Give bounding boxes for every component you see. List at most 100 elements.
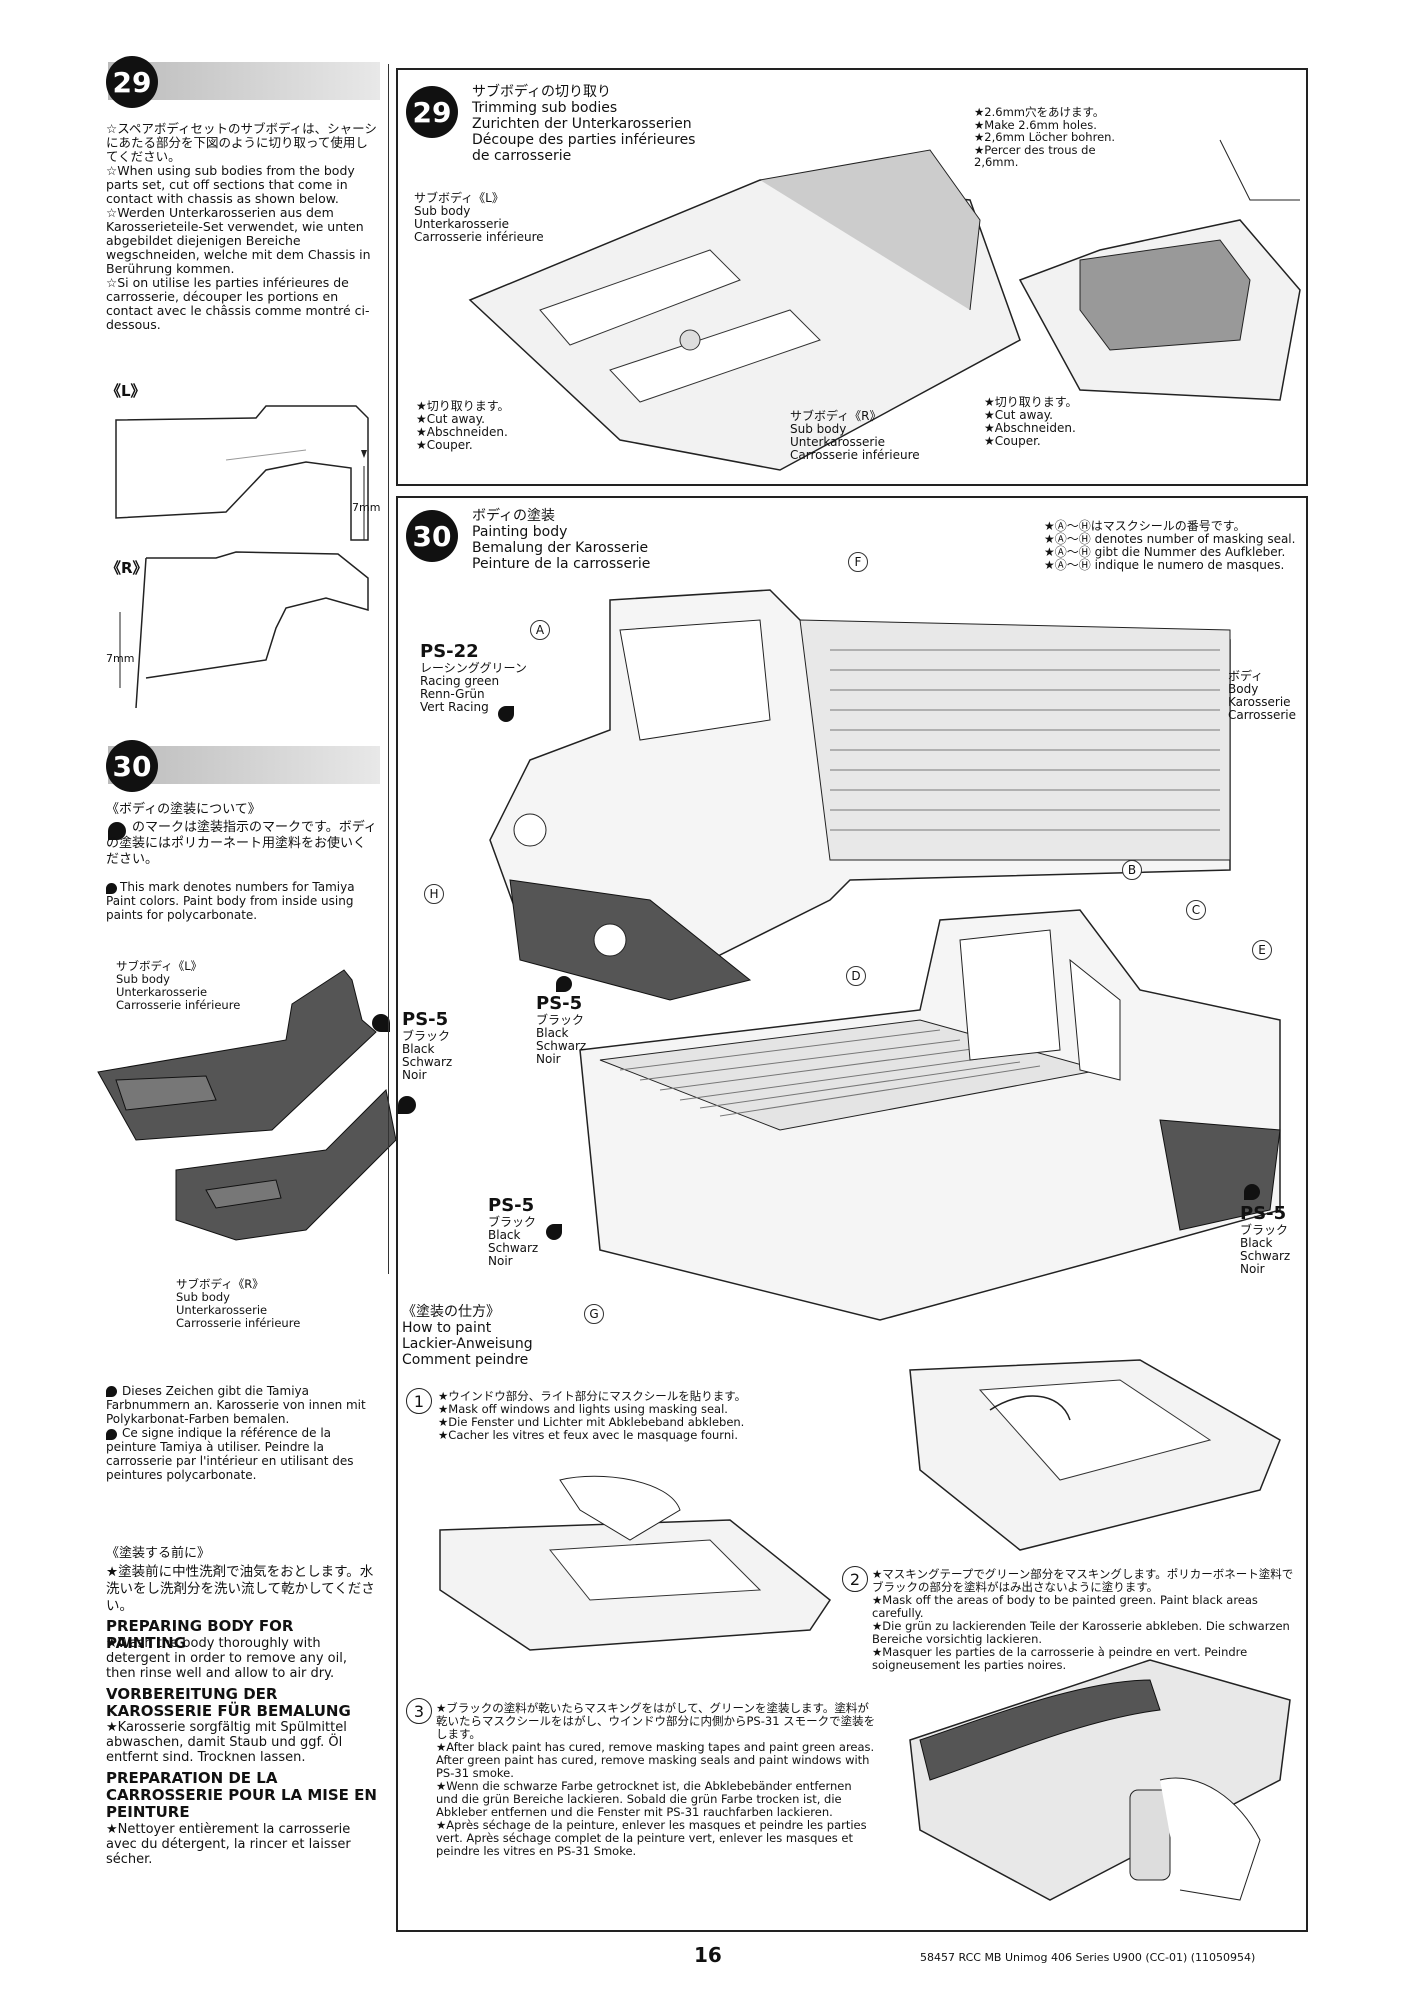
masking-step2-illustration xyxy=(909,1359,1281,1551)
panel29-cut-left-en: ★Cut away. xyxy=(416,412,485,426)
ps5-a-label: PS-5 ブラック Black Schwarz Noir xyxy=(536,994,586,1066)
howto-head-jp: 《塗装の仕方》 xyxy=(402,1304,500,1320)
step2-jp: ★マスキングテープでグリーン部分をマスキングします。ポリカーボネート塗料でブラッ… xyxy=(872,1567,1294,1594)
prep-head-de: VORBEREITUNG DER KAROSSERIE FÜR BEMALUNG xyxy=(106,1685,351,1720)
ps5-paint-mark-icon-mid xyxy=(372,1014,390,1032)
step2-de: ★Die grün zu lackierenden Teile der Karo… xyxy=(872,1619,1290,1646)
spray-painting-illustration xyxy=(909,1659,1291,1901)
panel30-title: ボディの塗装 Painting body Bemalung der Kaross… xyxy=(472,508,650,572)
panel29-cut-right: ★切り取ります。 ★Cut away. ★Abschneiden. ★Coupe… xyxy=(984,396,1078,448)
panel29-cut-left-jp: ★切り取ります。 xyxy=(416,399,510,413)
howto-head-de: Lackier-Anweisung xyxy=(402,1336,533,1352)
mask-note-de: ★Ⓐ～Ⓗ gibt die Nummer des Aufkleber. xyxy=(1044,545,1286,559)
paint-note-en: This mark denotes numbers for Tamiya Pai… xyxy=(106,880,355,922)
panel29-subbody-R: サブボディ《R》 Sub body Unterkarosserie Carros… xyxy=(790,410,920,462)
panel29-cut-left-de: ★Abschneiden. xyxy=(416,425,508,439)
mask-letter-b: B xyxy=(1122,860,1142,880)
subbody-R-en: Sub body xyxy=(176,1290,230,1304)
step3-de: ★Wenn die schwarze Farbe getrocknet ist,… xyxy=(436,1779,852,1819)
ps5-a-de: Schwarz xyxy=(536,1039,587,1053)
panel29-subbody-R-fr: Carrosserie inférieure xyxy=(790,448,920,462)
panel29-badge: 29 xyxy=(406,86,458,138)
body-label: ボディ Body Karosserie Carrosserie xyxy=(1228,670,1296,722)
panel29-subbody-L-fr: Carrosserie inférieure xyxy=(414,230,544,244)
mask-letter-g: G xyxy=(584,1304,604,1324)
mask-letter-c: C xyxy=(1186,900,1206,920)
ps5-c-fr: Noir xyxy=(1240,1262,1265,1276)
ps5-b-label: PS-5 ブラック Black Schwarz Noir xyxy=(488,1196,538,1268)
prep-jp: ★塗装前に中性洗剤で油気をおとします。水洗いをし洗剤分を洗い流して乾かしてくださ… xyxy=(106,1564,375,1614)
paint-mark-icon-fr xyxy=(106,1429,117,1440)
mask-note-en: ★Ⓐ～Ⓗ denotes number of masking seal. xyxy=(1044,532,1296,546)
subbody-R-de: Unterkarosserie xyxy=(176,1303,268,1317)
panel29-title-fr-2: de carrosserie xyxy=(472,148,572,164)
dim-7mm-L: 7mm xyxy=(352,501,381,514)
panel29-cut-right-de: ★Abschneiden. xyxy=(984,421,1076,435)
panel30-title-en: Painting body xyxy=(472,524,568,540)
prep-en: ★Wash the body thoroughly with detergent… xyxy=(106,1636,347,1681)
mask-letter-h: H xyxy=(424,884,444,904)
ps5-c-code: PS-5 xyxy=(1240,1203,1287,1224)
ps5-b-en: Black xyxy=(488,1228,521,1242)
ps5-a-jp: ブラック xyxy=(536,1013,585,1027)
panel29-cut-left-fr: ★Couper. xyxy=(416,438,473,452)
step3-number: 3 xyxy=(406,1698,432,1724)
mask-note: ★Ⓐ～Ⓗはマスクシールの番号です。 ★Ⓐ～Ⓗ denotes number of… xyxy=(1044,520,1295,572)
panel29-subbody-L-jp: サブボディ《L》 xyxy=(414,191,504,205)
panel29-holes: ★2.6mm穴をあけます。 ★Make 2.6mm holes. ★2,6mm … xyxy=(974,106,1115,169)
subbody-R-label: サブボディ《R》 Sub body Unterkarosserie Carros… xyxy=(176,1278,300,1330)
document-id: 58457 RCC MB Unimog 406 Series U900 (CC-… xyxy=(920,1951,1256,1964)
step1-number: 1 xyxy=(406,1388,432,1414)
panel29-subbody-R-en: Sub body xyxy=(790,422,847,436)
ps5-a-paint-mark-icon xyxy=(556,976,572,992)
step2-number: 2 xyxy=(842,1566,868,1592)
panel29-holes-fr-2: 2,6mm. xyxy=(974,155,1019,169)
step29-text-en: ☆When using sub bodies from the body par… xyxy=(106,163,355,206)
page-number: 16 xyxy=(694,1943,722,1967)
step3-fr: ★Après séchage de la peinture, enlever l… xyxy=(436,1818,867,1858)
step1-fr: ★Cacher les vitres et feux avec le masqu… xyxy=(438,1428,738,1442)
mask-note-jp: ★Ⓐ～Ⓗはマスクシールの番号です。 xyxy=(1044,519,1246,533)
paint-note-head-jp: 《ボディの塗装について》 xyxy=(106,802,261,817)
step30-panel xyxy=(396,496,1308,1932)
panel29-title-jp: サブボディの切り取り xyxy=(472,84,612,100)
prep-fr: ★Nettoyer entièrement la carrosserie ave… xyxy=(106,1822,351,1867)
step2-en: ★Mask off the areas of body to be painte… xyxy=(872,1593,1258,1620)
ps5-c-jp: ブラック xyxy=(1240,1223,1289,1237)
ps5-c-en: Black xyxy=(1240,1236,1273,1250)
panel29-title: サブボディの切り取り Trimming sub bodies Zurichten… xyxy=(472,84,695,164)
panel29-cut-left: ★切り取ります。 ★Cut away. ★Abschneiden. ★Coupe… xyxy=(416,400,510,452)
panel29-subbody-L: サブボディ《L》 Sub body Unterkarosserie Carros… xyxy=(414,192,544,244)
ps22-en: Racing green xyxy=(420,674,500,688)
howto-head: 《塗装の仕方》 How to paint Lackier-Anweisung C… xyxy=(402,1304,533,1368)
paint-note-fr: Ce signe indique la référence de la pein… xyxy=(106,1426,354,1482)
ps5-mid-de: Schwarz xyxy=(402,1055,453,1069)
subbody-R-fr: Carrosserie inférieure xyxy=(176,1316,301,1330)
ps5-a-fr: Noir xyxy=(536,1052,561,1066)
body-label-en: Body xyxy=(1228,682,1259,696)
paint-mark-icon xyxy=(108,822,126,840)
panel29-holes-jp: ★2.6mm穴をあけます。 xyxy=(974,105,1105,119)
panel29-holes-fr: ★Percer des trous de xyxy=(974,142,1096,157)
mask-letter-e: E xyxy=(1252,940,1272,960)
ps5-c-paint-mark-icon xyxy=(1244,1184,1260,1200)
subbody-L-fr: Carrosserie inférieure xyxy=(116,998,241,1012)
step29-panel xyxy=(396,68,1308,486)
step30-badge: 30 xyxy=(106,740,158,792)
ps22-code: PS-22 xyxy=(420,641,479,662)
step1-jp: ★ウインドウ部分、ライト部分にマスクシールを貼ります。 xyxy=(438,1389,747,1403)
panel29-subbody-L-en: Sub body xyxy=(414,204,471,218)
step29-text-de: ☆Werden Unterkarosserien aus dem Karosse… xyxy=(106,205,371,276)
prep-head-jp: 《塗装する前に》 xyxy=(106,1546,211,1561)
body-label-de: Karosserie xyxy=(1228,695,1291,709)
step2-text: ★マスキングテープでグリーン部分をマスキングします。ポリカーボネート塗料でブラッ… xyxy=(872,1568,1298,1672)
ps5-b-code: PS-5 xyxy=(488,1195,535,1216)
panel29-subbody-R-de: Unterkarosserie xyxy=(790,435,886,449)
panel30-badge: 30 xyxy=(406,510,458,562)
body-label-fr: Carrosserie xyxy=(1228,708,1297,722)
step2-fr: ★Masquer les parties de la carrosserie à… xyxy=(872,1645,1248,1672)
cut-diagram-R xyxy=(119,551,369,709)
step3-en: ★After black paint has cured, remove mas… xyxy=(436,1740,875,1780)
subbody-L-en: Sub body xyxy=(116,972,170,986)
masking-step1-illustration xyxy=(439,1475,832,1651)
